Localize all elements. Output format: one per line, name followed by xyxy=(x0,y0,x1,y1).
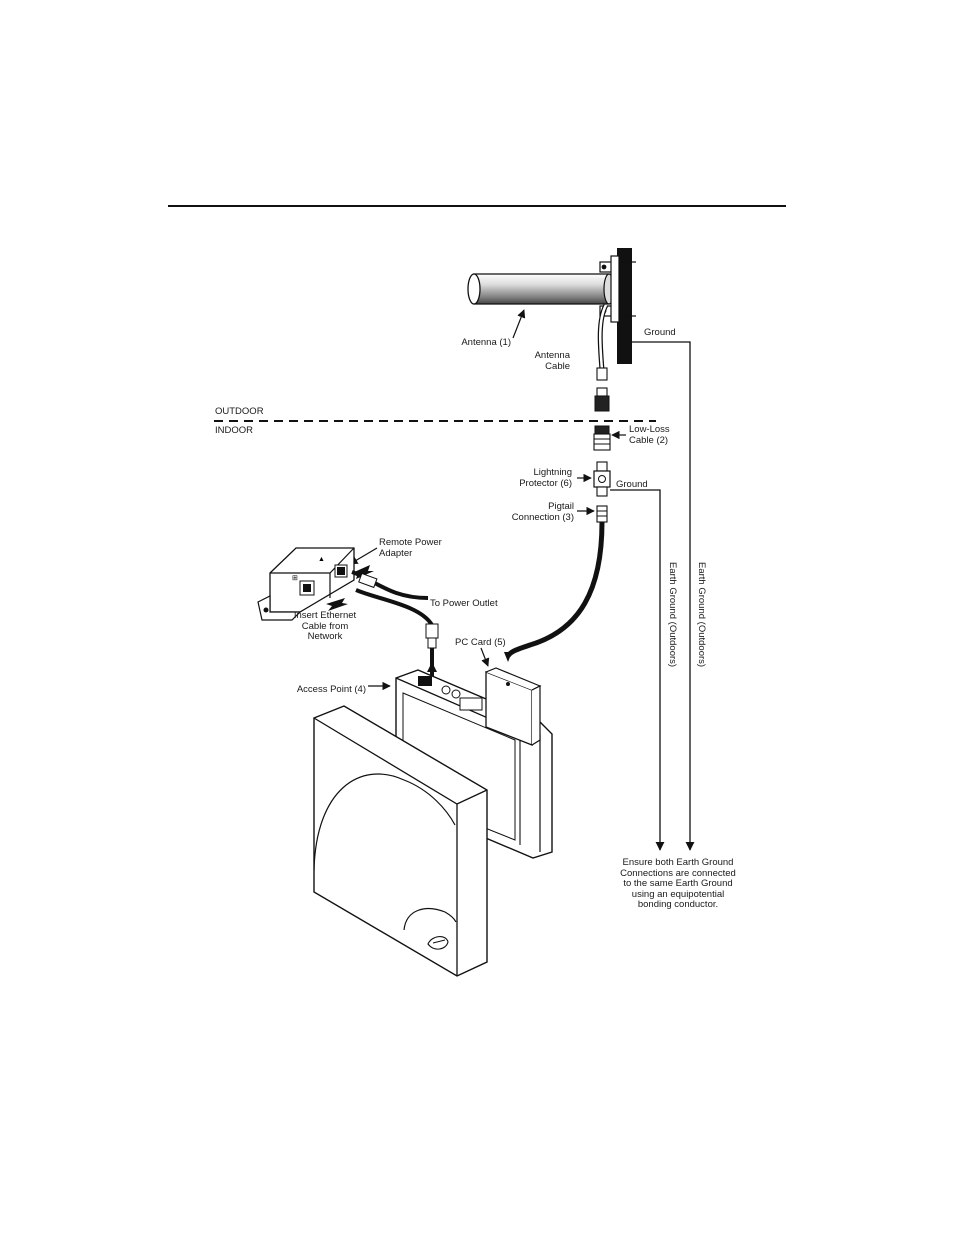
insert-ethernet-label: Insert Ethernet Cable from Network xyxy=(293,610,357,642)
pc-card-label: PC Card (5) xyxy=(455,637,506,648)
to-power-outlet-label: To Power Outlet xyxy=(430,598,498,609)
indoor-label: INDOOR xyxy=(215,425,253,436)
earth-ground-note: Ensure both Earth Ground Connections are… xyxy=(620,857,736,910)
remote-power-adapter: ⊞ ▲ xyxy=(257,547,355,621)
antenna-label: Antenna (1) xyxy=(461,337,511,348)
earth-ground-label-1: Earth Ground (Outdoors) xyxy=(667,562,678,668)
connector-chain xyxy=(593,387,611,523)
svg-text:▲: ▲ xyxy=(318,556,325,563)
antenna xyxy=(467,255,636,323)
lightning-protector-label: Lightning Protector (6) xyxy=(519,467,572,489)
antenna-cable-label: Antenna Cable xyxy=(534,350,570,372)
ground-mid-label: Ground xyxy=(616,479,648,490)
low-loss-cable-label: Low-Loss Cable (2) xyxy=(629,424,670,446)
ethernet-cable xyxy=(355,588,434,680)
pc-card xyxy=(485,667,542,746)
pigtail-label: Pigtail Connection (3) xyxy=(511,501,574,523)
earth-ground-label-2: Earth Ground (Outdoors) xyxy=(696,562,707,668)
ground-top-label: Ground xyxy=(644,327,676,338)
power-cable xyxy=(351,570,429,600)
ground-wire-upper xyxy=(632,341,695,851)
outdoor-label: OUTDOOR xyxy=(215,406,264,417)
svg-text:⊞: ⊞ xyxy=(292,575,298,582)
antenna-cable xyxy=(596,303,609,381)
access-point-cover xyxy=(313,705,488,977)
antenna-mast xyxy=(617,248,632,364)
remote-power-adapter-label: Remote Power Adapter xyxy=(379,537,442,559)
pigtail-cable xyxy=(505,521,605,658)
access-point-label: Access Point (4) xyxy=(296,684,366,695)
ground-wire-lower xyxy=(610,489,665,851)
header-rule xyxy=(168,205,786,207)
